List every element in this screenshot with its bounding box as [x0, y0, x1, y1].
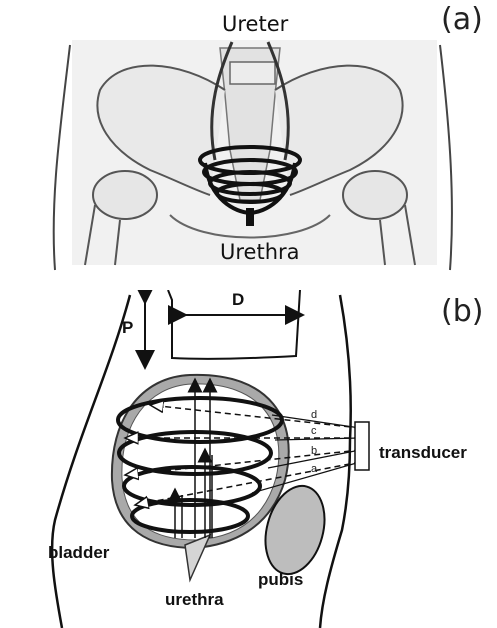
body-outline-right-b — [320, 295, 351, 628]
pubis-label: pubis — [258, 570, 303, 590]
panel-a-label: (a) — [441, 2, 483, 37]
body-outline-right — [440, 45, 452, 270]
body-outline-left — [54, 45, 70, 270]
vertebra — [230, 62, 275, 84]
bladder-lumen — [122, 384, 279, 540]
scan-label-d: d — [311, 409, 317, 421]
scan-label-c: c — [311, 425, 317, 437]
left-femur-head — [93, 171, 157, 219]
bladder-label: bladder — [48, 543, 109, 563]
urethra-label-b: urethra — [165, 590, 224, 610]
panel-a-pelvis-illustration: (a) Ureter Urethra — [0, 0, 497, 290]
ureter-label: Ureter — [222, 12, 288, 36]
urethra-tube — [246, 208, 254, 226]
right-femur-head — [343, 171, 407, 219]
panel-b-label: (b) — [441, 294, 483, 329]
scan-label-a: a — [311, 463, 317, 475]
scan-label-b: b — [311, 445, 317, 457]
p-label: P — [122, 318, 133, 338]
panel-b-ultrasound-diagram: (b) P D transducer bladder urethra pubis… — [0, 290, 497, 628]
transducer-label: transducer — [379, 443, 467, 463]
urethra-label-a: Urethra — [220, 240, 300, 264]
transducer-probe — [355, 422, 369, 470]
d-label: D — [232, 290, 244, 310]
